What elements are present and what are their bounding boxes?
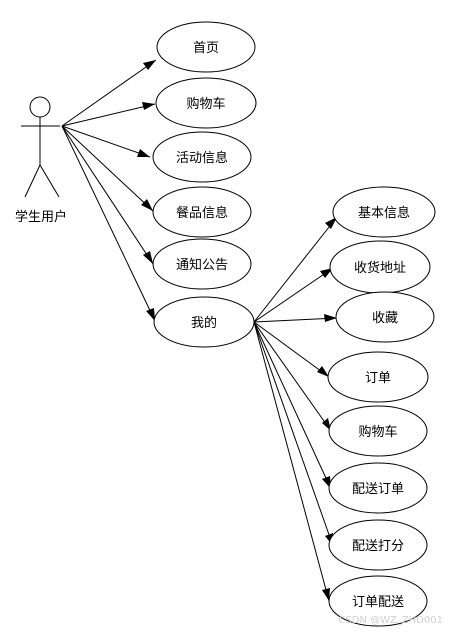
watermark: CSDN @WZ_ZHD001 [338,615,443,626]
svg-text:配送打分: 配送打分 [352,539,404,554]
usecase-shipping-address: 收货地址 [329,240,431,294]
edge-mine-order-delivery [253,321,330,602]
edge-mine-address [253,267,334,323]
usecase-notice: 通知公告 [152,238,252,290]
svg-text:基本信息: 基本信息 [358,205,410,221]
svg-text:首页: 首页 [193,41,219,56]
actor-label: 学生用户 [15,209,67,225]
svg-text:我的: 我的 [191,315,217,331]
edge-mine-basic [253,216,338,323]
usecase-order: 订单 [327,351,429,403]
usecase-favorites: 收藏 [335,291,435,343]
svg-text:购物车: 购物车 [186,96,225,112]
edge-mine-order [253,321,330,378]
svg-text:通知公告: 通知公告 [176,257,228,273]
svg-text:收货地址: 收货地址 [354,260,406,276]
edge-actor-notice [61,125,154,265]
svg-text:收藏: 收藏 [372,311,398,326]
actor-student-user: 学生用户 [15,96,67,225]
usecase-cart: 购物车 [155,77,257,129]
usecase-cart-2: 购物车 [328,405,428,457]
edge-actor-home [61,59,157,127]
usecase-meal-info: 餐品信息 [152,186,252,238]
usecase-basic-info: 基本信息 [332,186,436,238]
edge-mine-cart2 [253,321,332,432]
svg-text:订单: 订单 [365,371,391,386]
edge-actor-mine [61,125,156,322]
usecase-home: 首页 [156,21,256,73]
edge-actor-activity [61,125,151,158]
usecase-delivery-rating: 配送打分 [328,519,428,571]
edge-mine-delivery-rating [253,321,334,547]
svg-text:活动信息: 活动信息 [176,150,228,166]
svg-text:订单配送: 订单配送 [352,595,404,610]
svg-text:配送订单: 配送订单 [352,482,404,497]
edge-actor-meal [61,125,154,212]
svg-text:餐品信息: 餐品信息 [176,205,228,221]
usecase-order-delivery: 订单配送 [328,575,428,627]
usecase-mine: 我的 [153,296,255,348]
edge-mine-favorite [253,314,338,323]
usecase-delivery-order: 配送订单 [328,462,428,514]
svg-text:购物车: 购物车 [358,424,397,440]
usecase-activity-info: 活动信息 [152,131,252,183]
edge-actor-cart [61,102,156,127]
